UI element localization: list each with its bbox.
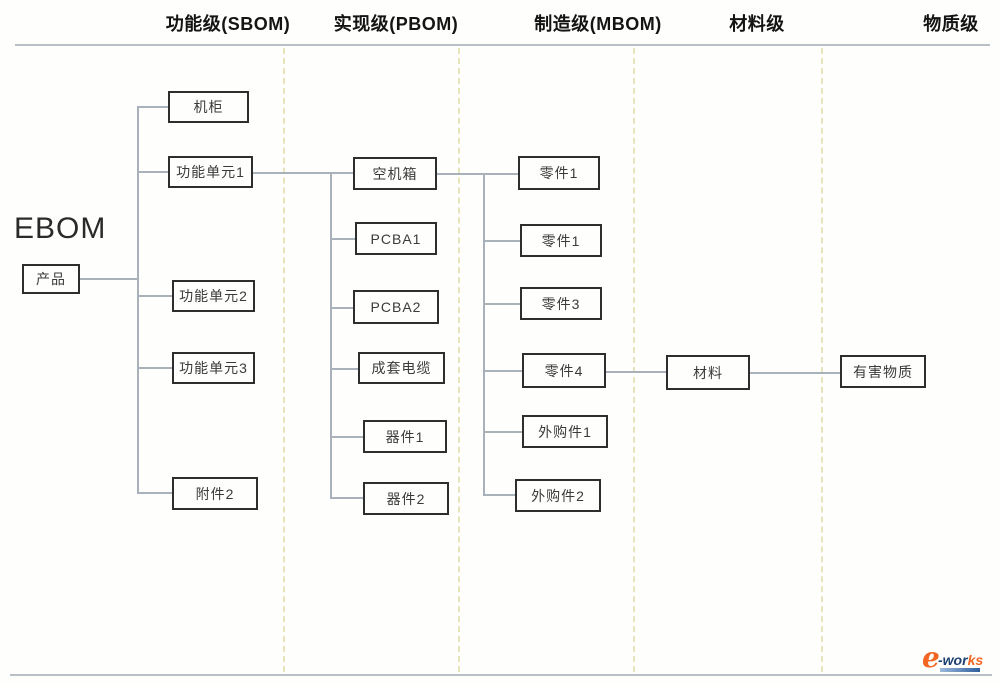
node-part-3: 零件3 xyxy=(520,287,602,320)
node-cabinet: 机柜 xyxy=(168,91,249,123)
connector-trunk-device-1 xyxy=(330,436,363,438)
node-material: 材料 xyxy=(666,355,750,390)
bottom-frame-line xyxy=(10,674,992,676)
node-empty-chassis: 空机箱 xyxy=(353,157,437,190)
lane-header-sbom: 功能级(SBOM) xyxy=(165,14,291,34)
connector-trunk-part-3 xyxy=(483,303,520,305)
connector-func-unit-1-chassis xyxy=(253,172,353,174)
node-purchased-2: 外购件2 xyxy=(515,479,601,512)
connector-product-trunk xyxy=(80,278,137,280)
top-frame-line xyxy=(15,44,990,46)
connector-chassis-part-1a xyxy=(437,173,518,175)
node-hazardous-substance: 有害物质 xyxy=(840,355,926,388)
eworks-logo-wor: -wor xyxy=(938,652,968,668)
node-part-1a: 零件1 xyxy=(518,156,600,190)
node-pcba1: PCBA1 xyxy=(355,222,437,255)
lane-divider-3 xyxy=(633,48,635,672)
eworks-logo-e-icon: e xyxy=(922,641,940,674)
eworks-logo-ks: ks xyxy=(967,652,984,668)
ebom-label: EBOM xyxy=(14,212,107,245)
connector-material-hazardous xyxy=(750,372,840,374)
connector-trunk-purchased-2 xyxy=(483,494,515,496)
connector-trunk-attachment-2 xyxy=(137,492,172,494)
connector-trunk-cable-set xyxy=(330,368,358,370)
node-func-unit-2: 功能单元2 xyxy=(172,280,255,312)
node-cable-set: 成套电缆 xyxy=(358,352,445,384)
connector-trunk-mbom xyxy=(483,173,485,495)
connector-part-4-material xyxy=(606,371,666,373)
connector-trunk-pcba1 xyxy=(330,238,355,240)
connector-trunk-func-unit-2 xyxy=(137,295,172,297)
connector-trunk-sbom xyxy=(137,106,139,494)
lane-divider-4 xyxy=(821,48,823,672)
lane-divider-1 xyxy=(283,48,285,672)
lane-divider-2 xyxy=(458,48,460,672)
connector-trunk-pcba2 xyxy=(330,307,353,309)
node-product: 产品 xyxy=(22,264,80,294)
connector-trunk-pbom xyxy=(330,172,332,498)
connector-trunk-func-unit-3 xyxy=(137,367,172,369)
node-attachment-2: 附件2 xyxy=(172,477,258,510)
lane-header-material: 材料级 xyxy=(729,14,785,34)
node-device-1: 器件1 xyxy=(363,420,447,453)
node-func-unit-3: 功能单元3 xyxy=(172,352,255,384)
node-func-unit-1: 功能单元1 xyxy=(168,156,253,188)
connector-trunk-cabinet xyxy=(137,106,168,108)
eworks-logo-text: -works xyxy=(938,653,983,667)
lane-header-substance: 物质级 xyxy=(923,14,979,34)
connector-trunk-part-4 xyxy=(483,370,522,372)
lane-header-mbom: 制造级(MBOM) xyxy=(534,14,662,34)
connector-trunk-purchased-1 xyxy=(483,431,522,433)
connector-trunk-part-1b xyxy=(483,240,520,242)
node-pcba2: PCBA2 xyxy=(353,290,439,324)
eworks-logo: e -works xyxy=(922,644,994,676)
node-purchased-1: 外购件1 xyxy=(522,415,608,448)
lane-header-pbom: 实现级(PBOM) xyxy=(333,14,459,34)
node-part-4: 零件4 xyxy=(522,353,606,388)
connector-trunk-func-unit-1 xyxy=(137,171,168,173)
node-part-1b: 零件1 xyxy=(520,224,602,257)
connector-trunk-device-2 xyxy=(330,497,363,499)
node-device-2: 器件2 xyxy=(363,482,449,515)
eworks-logo-underline xyxy=(940,668,980,672)
